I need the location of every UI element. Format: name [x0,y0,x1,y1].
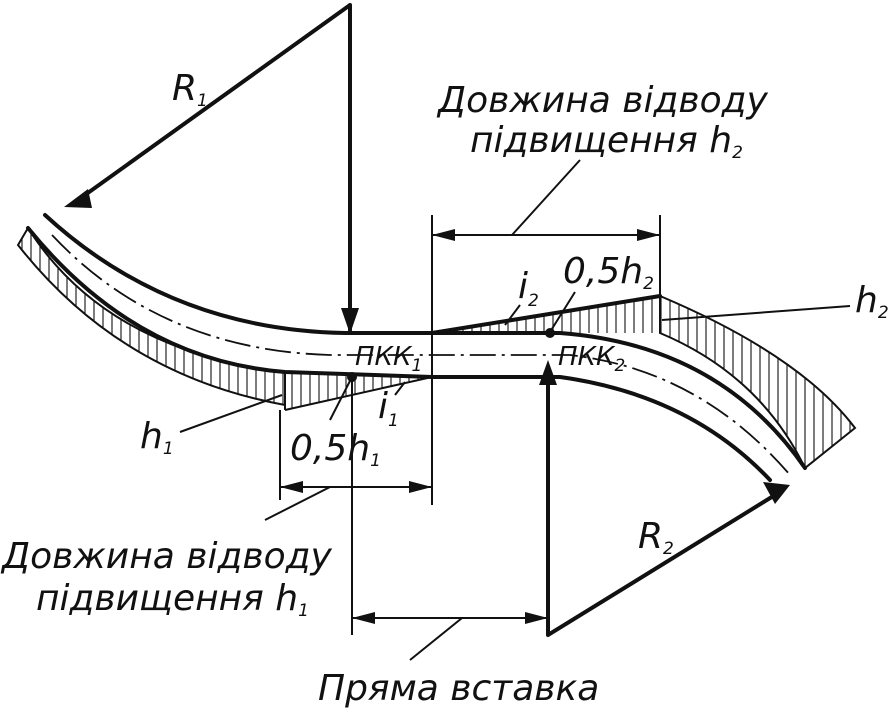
label-r1: R1 [172,68,208,111]
dim-bottom-arrow-left [280,481,303,493]
dim-bottom-arrow-right [409,481,432,493]
label-pkk1: ПКК1 [355,342,422,376]
r1-arrowhead-left [64,189,92,208]
r1-arrowhead-down [341,308,359,334]
label-bottom-ramp-line2: підвищення h1 [36,578,309,621]
label-r2: R2 [638,516,674,559]
track-outer-edge-left [43,213,434,335]
label-half-h2: 0,5h2 [563,251,654,294]
leader-half-h2 [549,291,576,333]
midpoint-dot-2 [545,328,555,338]
label-h1: h1 [140,416,174,459]
ramp-line-1 [284,376,433,411]
track-centerline [51,234,791,476]
ramp-line-2 [430,294,662,335]
leader-straight-insert [409,617,463,661]
label-pkk2: ПКК2 [558,342,625,376]
leader-top-ramp [511,159,581,236]
label-half-h1: 0,5h1 [290,428,381,471]
label-i1: i1 [378,386,399,431]
right-curve-hatch [659,294,857,470]
r2-radius-line [546,366,777,637]
dim-straight-arrow-left [352,612,375,624]
dim-top-arrow-right [637,229,660,241]
midpoint-dot-1 [347,372,357,382]
leader-half-h1 [329,376,353,421]
left-curve-hatch [16,226,286,407]
r2-arrowhead-up [539,360,557,385]
leader-bottom-ramp [264,486,331,521]
dim-top-arrow-left [432,229,455,241]
track-edge-right-bottom [430,375,772,482]
label-bottom-ramp-line1: Довжина відводу [0,536,332,577]
r1-radius-line [76,3,352,332]
leader-h1 [179,394,283,433]
ramp1-hatch [285,372,432,410]
label-i2: i2 [518,266,539,311]
r2-arrowhead-right [763,482,790,504]
track-edge-right-top [430,331,807,470]
dim-straight-arrow-right [525,612,548,624]
leader-i2 [504,304,521,326]
label-h2: h2 [855,280,889,323]
label-straight-insert: Пряма вставка [318,668,599,709]
track-inner-edge-left [26,226,434,379]
leader-i1 [394,381,406,396]
label-top-ramp-line1: Довжина відводу [436,80,768,121]
label-top-ramp-line2: підвищення h2 [470,120,743,163]
leader-h2 [661,305,851,321]
